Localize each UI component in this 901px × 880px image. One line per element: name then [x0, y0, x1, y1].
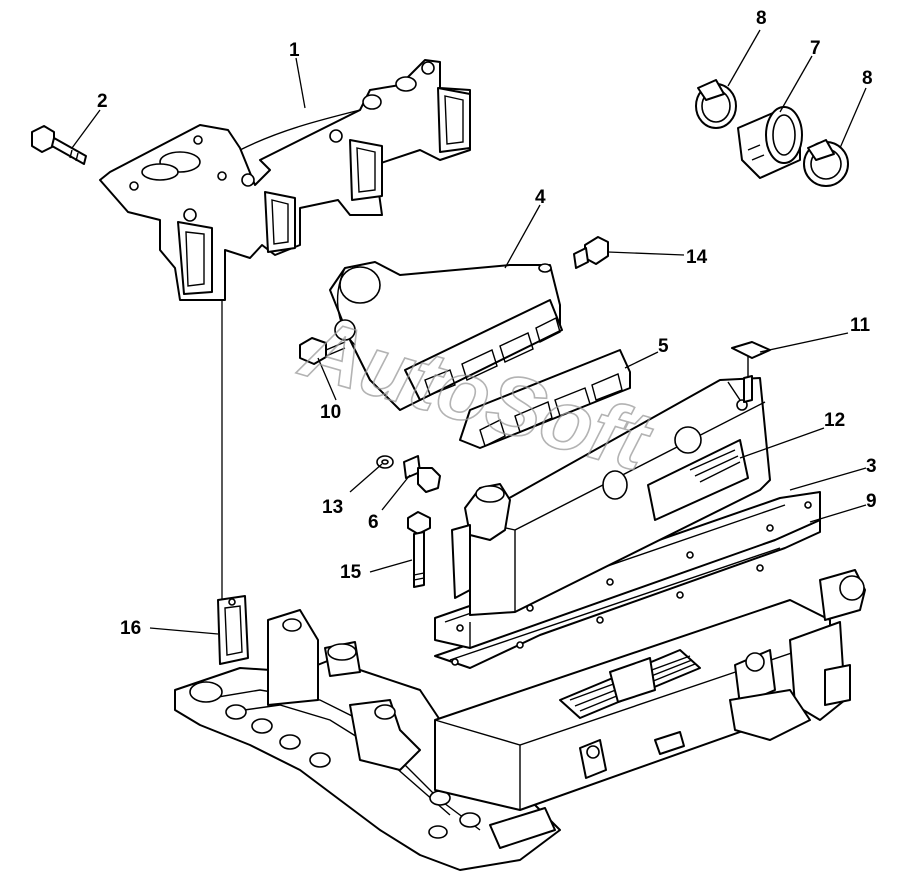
leader-lines [71, 29, 867, 635]
callout-8-left: 8 [756, 8, 767, 29]
hose-clamp-8-left [695, 79, 737, 129]
callout-8-right: 8 [862, 68, 873, 89]
gasket-16 [217, 595, 249, 665]
bolt-2 [31, 125, 87, 165]
callout-7: 7 [810, 38, 821, 59]
callout-15: 15 [340, 562, 362, 583]
exhaust-manifold-1 [99, 59, 471, 301]
callout-10: 10 [320, 402, 341, 423]
hose-7 [737, 106, 803, 179]
callout-16: 16 [120, 618, 141, 639]
oil-cooler-case [434, 569, 866, 811]
hose-clamp-8-right [803, 139, 849, 187]
callout-6: 6 [368, 512, 379, 533]
gasket-5 [459, 349, 631, 449]
bolt-15 [407, 511, 431, 588]
oil-cooler-cover-12 [451, 377, 771, 616]
callout-12: 12 [824, 410, 845, 431]
callout-3: 3 [866, 456, 877, 477]
callout-9: 9 [866, 491, 877, 512]
bolt-10 [299, 337, 346, 365]
bolt-6 [403, 455, 441, 493]
callout-1: 1 [289, 40, 300, 61]
plug-14 [573, 236, 609, 269]
intake-manifold-4 [329, 261, 563, 411]
callout-4: 4 [535, 187, 546, 208]
cylinder-head-base [174, 609, 561, 871]
callout-2: 2 [97, 91, 108, 112]
callout-14: 14 [686, 247, 708, 268]
callout-13: 13 [322, 497, 343, 518]
callout-5: 5 [658, 336, 669, 357]
callout-labels: 1 2 3 4 5 6 7 8 8 9 10 11 12 13 14 15 16 [97, 8, 877, 639]
callout-11: 11 [850, 315, 871, 336]
oil-cooler-core-3 [434, 491, 821, 649]
